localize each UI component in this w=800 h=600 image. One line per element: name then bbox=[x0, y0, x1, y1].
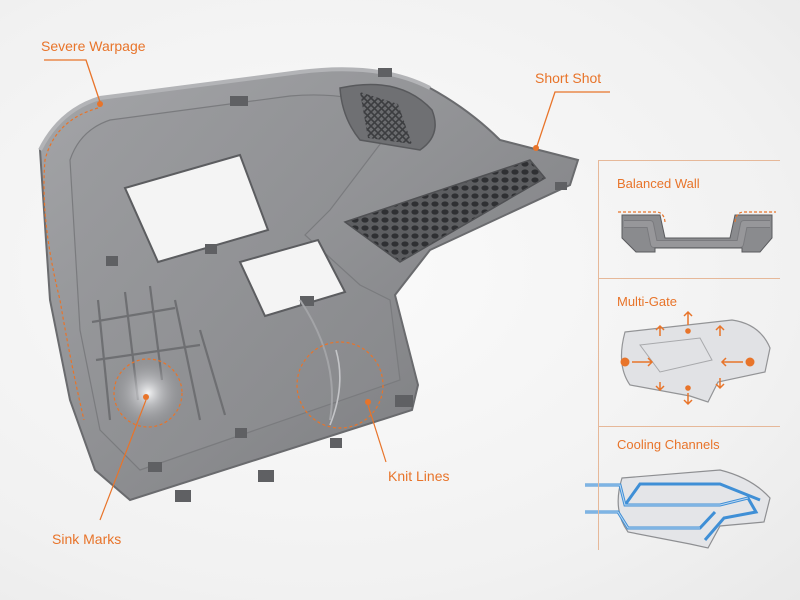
honeycomb-grille bbox=[343, 159, 547, 263]
sink-marks-callout bbox=[99, 358, 183, 521]
warpage-callout bbox=[43, 59, 103, 421]
flow-arrows bbox=[632, 310, 743, 406]
panel-divider-vertical bbox=[598, 160, 599, 550]
vent-mesh bbox=[360, 92, 412, 144]
short-shot-callout bbox=[533, 91, 610, 151]
panel-divider-1 bbox=[598, 278, 780, 279]
molded-part bbox=[38, 67, 580, 502]
knit-lines-label: Knit Lines bbox=[388, 468, 450, 484]
balanced-wall-graphic bbox=[618, 211, 776, 253]
cooling-channels-graphic bbox=[585, 469, 771, 549]
cooling-channels-title: Cooling Channels bbox=[617, 437, 720, 452]
solutions-panel: Balanced Wall Multi-Gate Cooling Channel… bbox=[598, 160, 780, 550]
sink-marks-label: Sink Marks bbox=[52, 531, 122, 547]
multi-gate-graphic bbox=[620, 310, 771, 406]
window-cutout-lower bbox=[238, 238, 347, 318]
gate-points bbox=[620, 328, 755, 391]
mounting-tabs bbox=[106, 68, 567, 502]
panel-divider-top bbox=[598, 160, 780, 161]
knit-lines-callout bbox=[296, 341, 387, 463]
window-cutout-upper bbox=[123, 153, 270, 264]
multi-gate-title: Multi-Gate bbox=[617, 294, 677, 309]
balanced-wall-title: Balanced Wall bbox=[617, 176, 700, 191]
severe-warpage-label: Severe Warpage bbox=[41, 38, 146, 54]
warpage-trace bbox=[43, 107, 99, 421]
panel-divider-2 bbox=[598, 426, 780, 427]
short-shot-label: Short Shot bbox=[535, 70, 602, 86]
